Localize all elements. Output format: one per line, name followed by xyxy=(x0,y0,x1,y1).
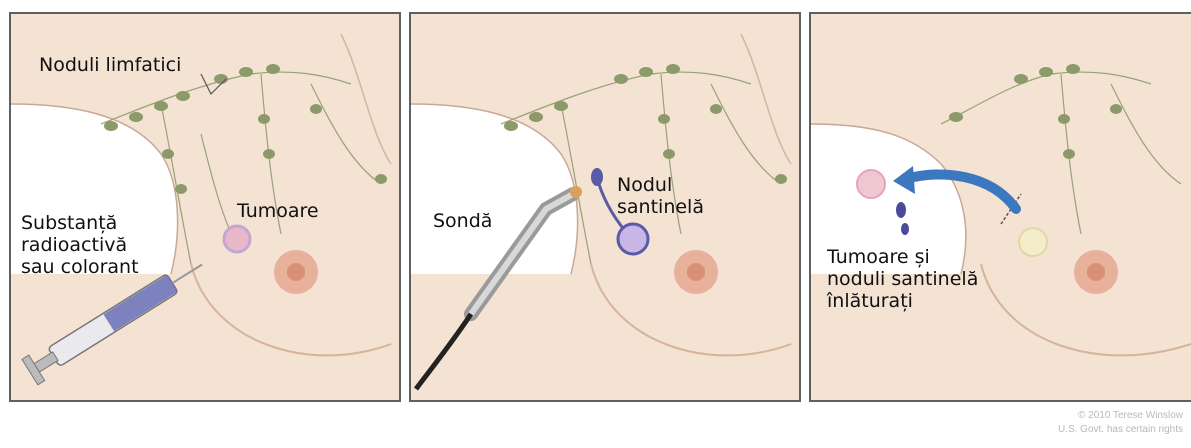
panel-removal: Tumoare și noduli santinelă înlăturați xyxy=(809,12,1191,402)
label-tumor: Tumoare xyxy=(237,200,319,222)
removed-sentinel-node xyxy=(896,202,906,218)
label-removed: Tumoare și noduli santinelă înlăturați xyxy=(827,246,978,312)
panel-probe: Sondă Nodul santinelă xyxy=(409,12,801,402)
tumor xyxy=(224,226,250,252)
removal-illustration xyxy=(811,14,1191,402)
sentinel-node xyxy=(591,168,603,186)
probe-illustration xyxy=(411,14,801,402)
label-probe: Sondă xyxy=(433,210,492,232)
nipple xyxy=(287,263,305,281)
label-lymph-nodes: Noduli limfatici xyxy=(39,54,181,76)
removed-tumor xyxy=(857,170,885,198)
label-substance: Substanță radioactivă sau colorant xyxy=(21,212,139,278)
excision-site xyxy=(1019,228,1047,256)
nipple xyxy=(687,263,705,281)
nipple xyxy=(1087,263,1105,281)
copyright-rights: U.S. Govt. has certain rights xyxy=(1058,424,1183,435)
label-sentinel-node: Nodul santinelă xyxy=(617,174,704,218)
tumor-dyed xyxy=(618,224,648,254)
panel-injection: Noduli limfatici Tumoare Substanță radio… xyxy=(9,12,401,402)
copyright-credit: © 2010 Terese Winslow xyxy=(1078,410,1183,421)
